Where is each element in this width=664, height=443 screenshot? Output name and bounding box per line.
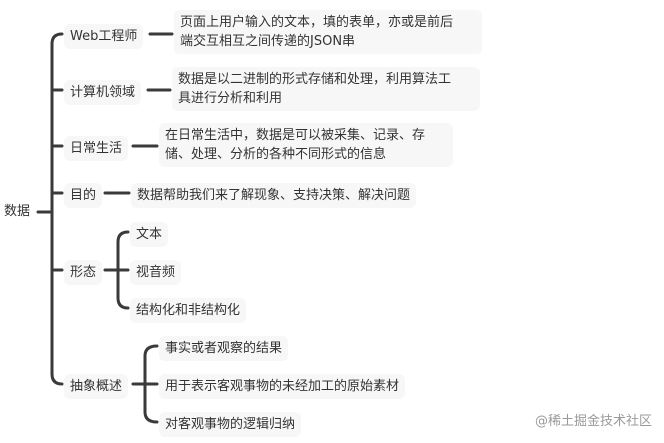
leaf-form-structured[interactable]: 结构化和非结构化 <box>130 298 247 323</box>
leaf-line: 储、处理、分析的各种不同形式的信息 <box>165 147 387 162</box>
leaf-form-text[interactable]: 文本 <box>130 222 169 247</box>
leaf-line: 具进行分析和利用 <box>178 91 283 106</box>
leaf-computer-field-desc[interactable]: 数据是以二进制的形式存储和处理，利用算法工 具进行分析和利用 <box>172 67 480 111</box>
leaf-line: 数据是以二进制的形式存储和处理，利用算法工 <box>178 72 452 87</box>
branch-abstract[interactable]: 抽象概述 <box>64 374 129 399</box>
branch-computer-field[interactable]: 计算机领域 <box>64 80 142 105</box>
root-node[interactable]: 数据 <box>4 204 31 219</box>
leaf-line: 页面上用户输入的文本，填的表单，亦或是前后 <box>180 15 454 30</box>
leaf-line: 在日常生活中，数据是可以被采集、记录、存 <box>165 128 426 143</box>
leaf-form-audio-video[interactable]: 视音频 <box>130 260 182 285</box>
leaf-daily-life-desc[interactable]: 在日常生活中，数据是可以被采集、记录、存 储、处理、分析的各种不同形式的信息 <box>159 123 453 167</box>
branch-web-engineer[interactable]: Web工程师 <box>64 24 144 49</box>
leaf-abstract-induction[interactable]: 对客观事物的逻辑归纳 <box>159 412 302 437</box>
leaf-line: 端交互相互之间传递的JSON串 <box>180 34 356 49</box>
branch-purpose[interactable]: 目的 <box>64 183 103 208</box>
watermark: @稀土掘金技术社区 <box>534 414 652 429</box>
branch-form[interactable]: 形态 <box>64 260 103 285</box>
leaf-abstract-raw-material[interactable]: 用于表示客观事物的未经加工的原始素材 <box>159 374 406 399</box>
branch-daily-life[interactable]: 日常生活 <box>64 136 129 161</box>
leaf-purpose-desc[interactable]: 数据帮助我们来了解现象、支持决策、解决问题 <box>131 183 417 208</box>
leaf-web-engineer-desc[interactable]: 页面上用户输入的文本，填的表单，亦或是前后 端交互相互之间传递的JSON串 <box>174 10 482 54</box>
leaf-abstract-fact[interactable]: 事实或者观察的结果 <box>159 336 289 361</box>
